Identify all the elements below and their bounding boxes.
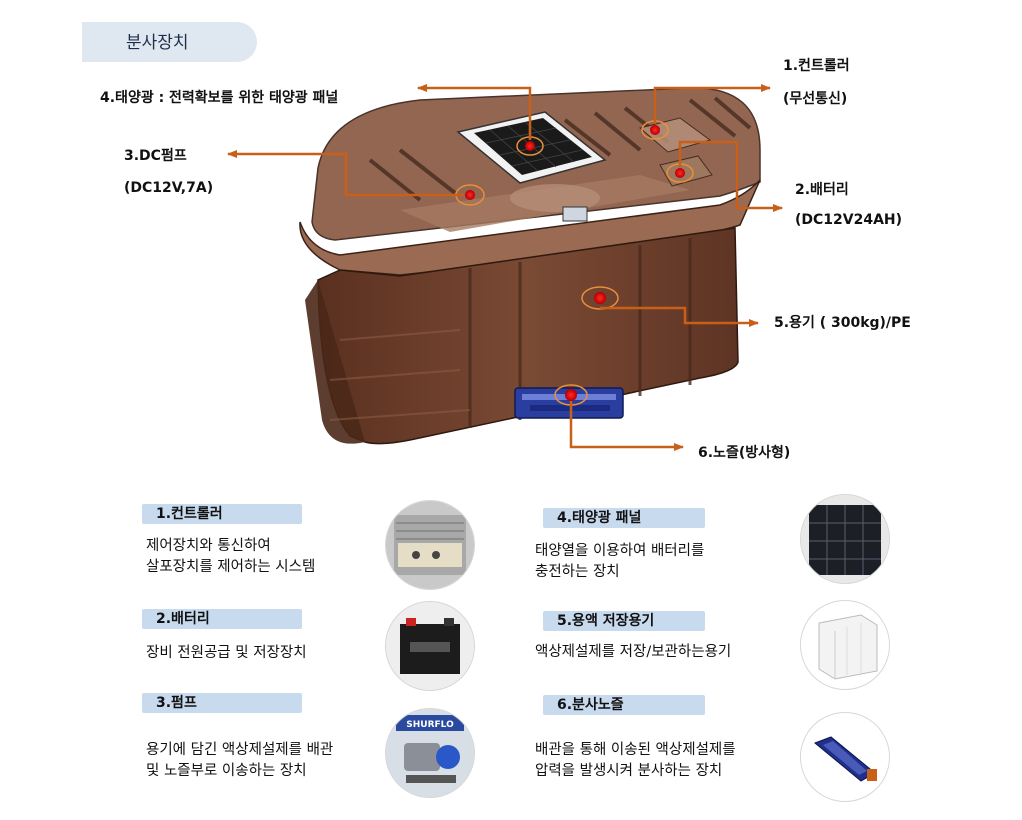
component-desc-solar-1: 태양열을 이용하여 배터리를	[535, 543, 705, 559]
callout-pump-sub: (DC12V,7A)	[124, 180, 214, 196]
component-label-tank: 5.용액 저장용기	[543, 611, 705, 631]
component-desc-tank-1: 액상제설제를 저장/보관하는용기	[535, 644, 732, 660]
solar-leader	[417, 84, 532, 140]
tank-body	[299, 87, 761, 445]
device-diagram	[227, 84, 783, 451]
callout-controller-sub: (무선통신)	[783, 91, 848, 107]
component-desc-pump-2: 및 노즐부로 이송하는 장치	[146, 763, 307, 779]
section-tab-label: 분사장치	[126, 33, 189, 53]
tank-photo-icon	[800, 600, 890, 690]
component-desc-controller-2: 살포장치를 제어하는 시스템	[146, 559, 316, 575]
nozzle-leader	[569, 401, 684, 451]
container-leader	[600, 306, 759, 327]
component-desc-nozzle-1: 배관을 통해 이송된 액상제설제를	[535, 742, 736, 758]
pump-photo-icon: SHURFLO	[385, 708, 475, 798]
component-label-controller: 1.컨트롤러	[142, 504, 302, 524]
component-desc-battery-1: 장비 전원공급 및 저장장치	[146, 645, 307, 661]
pump-leader	[227, 150, 464, 197]
component-label-nozzle: 6.분사노즐	[543, 695, 705, 715]
callout-solar: 4.태양광 : 전력확보를 위한 태양광 패널	[100, 90, 339, 106]
battery-leader	[678, 140, 783, 212]
callout-battery-sub: (DC12V24AH)	[795, 212, 903, 228]
component-desc-controller-1: 제어장치와 통신하여	[146, 538, 271, 554]
controller-photo-icon	[385, 500, 475, 590]
component-label-pump: 3.펌프	[142, 693, 302, 713]
callout-controller-title: 1.컨트롤러	[783, 58, 850, 74]
component-label-battery: 2.배터리	[142, 609, 302, 629]
solar-panel-photo-icon	[800, 494, 890, 584]
callout-battery-title: 2.배터리	[795, 182, 849, 198]
component-desc-nozzle-2: 압력을 발생시켜 분사하는 장치	[535, 763, 723, 779]
pump-brand-label: SHURFLO	[406, 720, 454, 730]
component-label-solar: 4.태양광 패널	[543, 508, 705, 528]
battery-photo-icon	[385, 601, 475, 691]
component-desc-solar-2: 충전하는 장치	[535, 564, 620, 580]
callout-container: 5.용기 ( 300kg)/PE	[774, 315, 911, 331]
section-tab	[82, 22, 257, 62]
nozzle-photo-icon	[800, 712, 890, 802]
callout-nozzle: 6.노즐(방사형)	[698, 445, 791, 461]
component-desc-pump-1: 용기에 담긴 액상제설제를 배관	[146, 742, 334, 758]
callout-pump-title: 3.DC펌프	[124, 148, 187, 164]
controller-leader	[653, 84, 771, 124]
